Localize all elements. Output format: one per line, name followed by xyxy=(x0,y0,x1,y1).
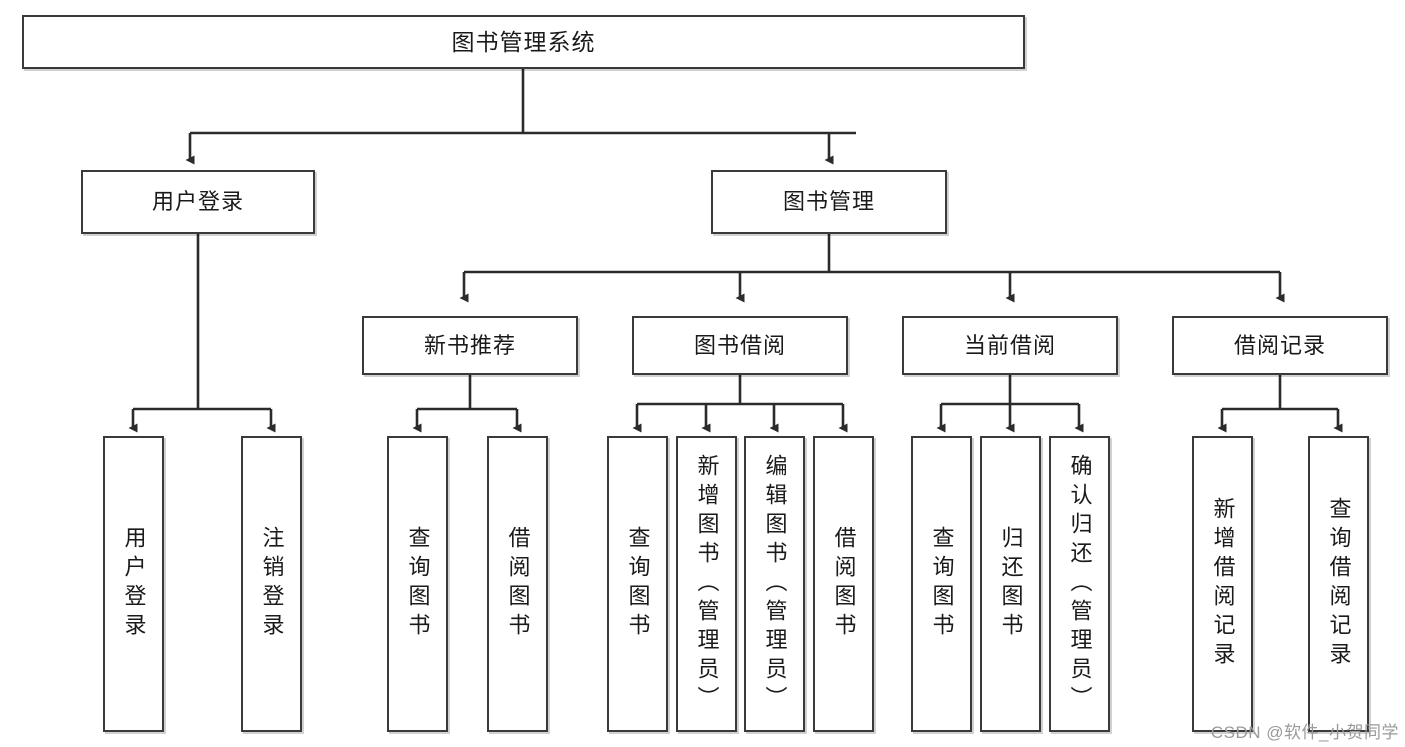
node-label: 借阅记录 xyxy=(1233,332,1326,358)
node-leaf-query-book-current[interactable]: 查询图书 xyxy=(911,436,972,732)
node-label: 图书管理 xyxy=(782,189,875,215)
node-label: 用户登录 xyxy=(121,526,147,642)
node-book-management[interactable]: 图书管理 xyxy=(711,170,947,234)
node-label: 当前借阅 xyxy=(963,332,1056,358)
node-label: 借阅图书 xyxy=(831,526,857,642)
node-label: 查询图书 xyxy=(625,526,651,642)
node-leaf-add-book-admin[interactable]: 新增图书（管理员） xyxy=(676,436,737,732)
node-leaf-query-borrow-record[interactable]: 查询借阅记录 xyxy=(1308,436,1369,732)
node-label: 图书借阅 xyxy=(693,332,786,358)
csdn-watermark: CSDN @软件_小贺同学 xyxy=(1210,723,1399,742)
node-root-system[interactable]: 图书管理系统 xyxy=(22,15,1025,69)
node-leaf-borrow-book[interactable]: 借阅图书 xyxy=(813,436,874,732)
node-leaf-query-book-recommend[interactable]: 查询图书 xyxy=(387,436,448,732)
node-label: 新书推荐 xyxy=(423,332,516,358)
node-borrow-record[interactable]: 借阅记录 xyxy=(1172,316,1388,375)
node-label: 注销登录 xyxy=(259,526,285,642)
node-leaf-user-login[interactable]: 用户登录 xyxy=(103,436,164,732)
node-leaf-query-book[interactable]: 查询图书 xyxy=(607,436,668,732)
node-new-book-recommend[interactable]: 新书推荐 xyxy=(362,316,578,375)
node-user-login[interactable]: 用户登录 xyxy=(81,170,315,234)
node-current-borrow[interactable]: 当前借阅 xyxy=(902,316,1118,375)
node-leaf-confirm-return-admin[interactable]: 确认归还（管理员） xyxy=(1049,436,1110,732)
node-label: 查询图书 xyxy=(405,526,431,642)
node-leaf-return-book[interactable]: 归还图书 xyxy=(980,436,1041,732)
node-label: 编辑图书（管理员） xyxy=(762,453,788,715)
node-label: 新增借阅记录 xyxy=(1210,497,1236,671)
node-label: 借阅图书 xyxy=(505,526,531,642)
node-leaf-borrow-book-recommend[interactable]: 借阅图书 xyxy=(487,436,548,732)
node-book-borrow[interactable]: 图书借阅 xyxy=(632,316,848,375)
node-label: 用户登录 xyxy=(151,189,244,215)
node-label: 确认归还（管理员） xyxy=(1067,453,1093,715)
node-leaf-logout[interactable]: 注销登录 xyxy=(241,436,302,732)
node-label: 归还图书 xyxy=(998,526,1024,642)
node-label: 查询图书 xyxy=(929,526,955,642)
node-leaf-edit-book-admin[interactable]: 编辑图书（管理员） xyxy=(744,436,805,732)
node-label: 图书管理系统 xyxy=(451,28,596,55)
node-label: 查询借阅记录 xyxy=(1326,497,1352,671)
node-leaf-add-borrow-record[interactable]: 新增借阅记录 xyxy=(1192,436,1253,732)
node-label: 新增图书（管理员） xyxy=(694,453,720,715)
